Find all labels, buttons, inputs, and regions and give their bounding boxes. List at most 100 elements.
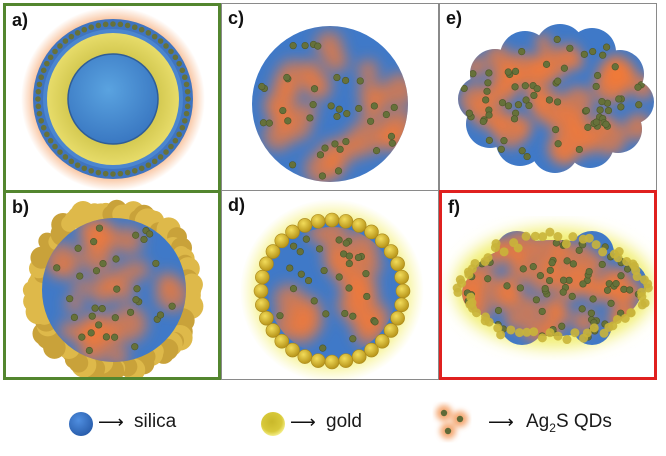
qd-dot [316, 245, 324, 253]
qd-glow-blob [324, 244, 346, 267]
qd-glow-blob [604, 59, 637, 92]
qd-dot [635, 101, 643, 109]
qd-glow-blob [358, 79, 383, 105]
qd-glow-blob [305, 151, 339, 182]
qd-dot [112, 255, 120, 263]
qd-dot [66, 295, 74, 303]
qd-dot [156, 311, 165, 319]
qd-glow-blob [357, 59, 379, 81]
legend-qd-label: Ag2S QDs [526, 411, 612, 435]
qd-dot [479, 117, 487, 126]
qd-dot [151, 158, 158, 165]
arrow-icon: ⟶ [290, 412, 316, 432]
gold-nanoparticle [570, 328, 580, 338]
qd-dot [76, 272, 84, 280]
qd-dot [288, 161, 297, 169]
gold-nanoparticle [529, 327, 539, 337]
qd-dot [110, 171, 116, 177]
qd-dot [575, 246, 583, 254]
qd-dot [626, 286, 634, 294]
gold-nanoparticle [514, 328, 524, 338]
qd-dot [44, 131, 50, 138]
gold-nanoparticle [383, 244, 399, 259]
gold-nanoparticle [390, 256, 405, 272]
qd-glow-blob [547, 130, 582, 165]
qd-glow-blob [304, 71, 325, 92]
legend-gold: ⟶ gold [254, 395, 424, 455]
gold-nanoparticle [394, 269, 409, 285]
qd-dot [53, 264, 61, 272]
silica-swatch-icon [69, 412, 93, 436]
panel-f: f) [439, 190, 657, 380]
qd-dot [57, 149, 63, 155]
qd-dot [532, 296, 540, 304]
qd-dot [132, 231, 140, 239]
gold-nanoparticle [274, 233, 290, 249]
qd-dot [87, 329, 95, 337]
qd-dot [331, 140, 339, 148]
qd-dot [302, 235, 310, 243]
qd-glow-blob [334, 134, 362, 162]
qd-dot [163, 43, 169, 49]
qd-dot [523, 152, 531, 161]
qd-dot [297, 270, 305, 278]
qd-dot [40, 124, 47, 131]
qd-dot [349, 312, 357, 320]
gold-nanoparticle [351, 349, 367, 364]
qd-dot [349, 335, 357, 343]
qd-dot [500, 137, 508, 145]
qd-dot [70, 313, 79, 321]
qd-dot [497, 145, 505, 153]
gold-nanoparticle [265, 323, 281, 338]
gold-nanoparticle [584, 233, 594, 243]
qd-dot [316, 151, 325, 159]
qd-dot [183, 110, 190, 117]
qd-dot [334, 167, 343, 175]
gold-nanoparticle [310, 214, 326, 229]
qd-dot [157, 154, 164, 160]
gold-nanoparticle-ring [253, 212, 411, 370]
legend-silica: ⟶ silica [60, 395, 240, 455]
gold-nanoparticle [351, 218, 367, 233]
legend: ⟶ silica ⟶ gold ⟶ Ag2S QDs [0, 395, 666, 455]
qd-dot [545, 276, 554, 285]
qd-dot [168, 48, 174, 55]
gold-nanoparticle [265, 244, 281, 259]
arrow-icon: ⟶ [488, 412, 514, 432]
qd-dot [372, 147, 381, 155]
qd-dot [498, 99, 507, 107]
qd-dot [612, 280, 620, 288]
silica-core [67, 53, 159, 145]
gold-nanoparticle [612, 314, 622, 324]
qd-dot [545, 96, 554, 104]
qd-dot [62, 154, 69, 160]
qd-dot [363, 292, 371, 301]
gold-nanoparticle [538, 232, 548, 242]
gold-nanoparticle [626, 308, 636, 318]
panel-a: a) [3, 3, 221, 193]
qd-dot [596, 106, 604, 114]
qd-dot [585, 267, 593, 276]
qd-dot [98, 304, 106, 313]
qd-dot [113, 285, 121, 293]
qd-dot [341, 309, 349, 318]
panel-e-label: e) [446, 8, 463, 28]
qd-glow-blob [129, 260, 150, 280]
qd-dot [604, 106, 613, 115]
gold-nanoparticle [259, 310, 274, 326]
qd-dot [553, 98, 562, 106]
qd-dot [151, 33, 158, 40]
qd-dot [460, 84, 468, 93]
qd-dot [310, 297, 318, 305]
qd-dot [284, 117, 292, 125]
qd-dot [279, 106, 287, 115]
qd-dot [309, 101, 317, 109]
gold-nanoparticle [491, 239, 501, 249]
qd-dot [343, 110, 351, 118]
qd-dot [504, 68, 512, 76]
qd-glow-blob [591, 119, 627, 156]
gold-nanoparticle [481, 312, 491, 322]
qd-dot [599, 51, 607, 59]
qd-dot [152, 259, 160, 268]
